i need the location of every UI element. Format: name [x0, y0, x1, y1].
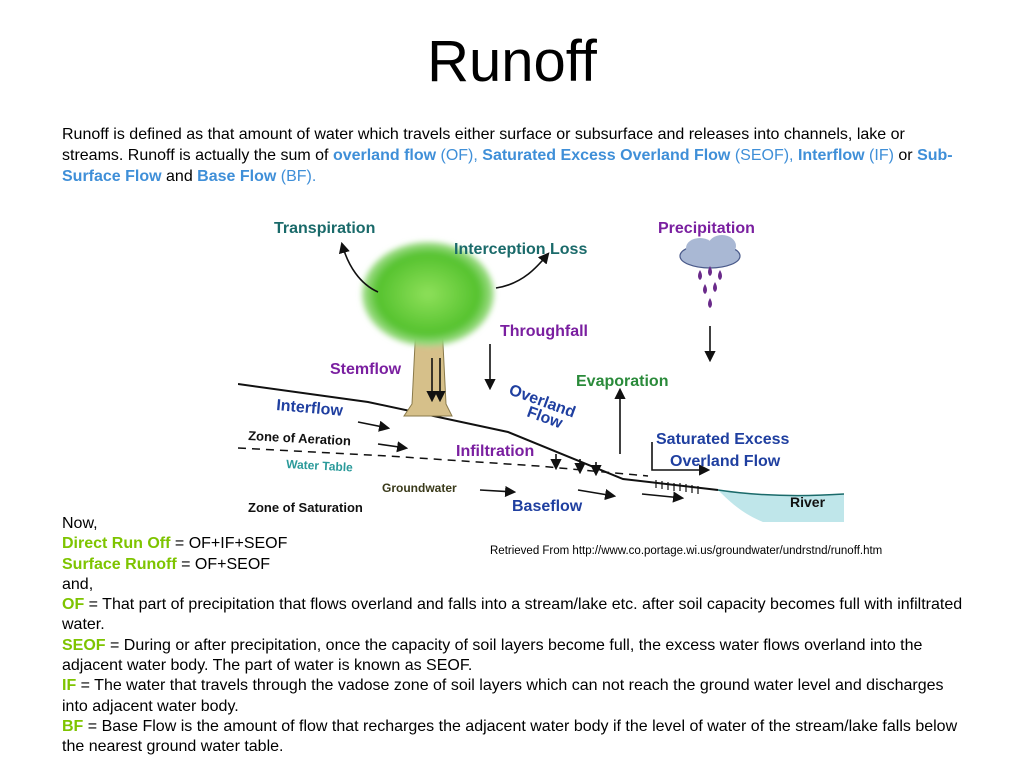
label-water-table: Water Table — [286, 457, 354, 474]
of-text: = That part of precipitation that flows … — [62, 596, 963, 634]
abbr-seof: (SEOF), — [730, 147, 794, 164]
arrow-interflow — [357, 420, 391, 432]
label-interception-loss: Interception Loss — [454, 241, 587, 258]
label-zone-of-saturation: Zone of Saturation — [248, 500, 363, 515]
term-base-flow: Base Flow — [197, 168, 277, 185]
label-infiltration: Infiltration — [456, 443, 534, 460]
seof-label: SEOF — [62, 636, 106, 654]
label-river: River — [790, 494, 826, 510]
term-subsurface-flow: Sub-Surface Flow — [62, 147, 953, 185]
of-definition: OF = That part of precipitation that flo… — [62, 595, 972, 636]
bf-text: = Base Flow is the amount of flow that r… — [62, 717, 958, 756]
and-line: and, — [62, 575, 94, 593]
of-label: OF — [62, 596, 85, 614]
label-stemflow: Stemflow — [330, 361, 402, 378]
runoff-diagram: Transpiration Interception Loss Precipit… — [238, 204, 844, 524]
abbr-bf: (BF). — [276, 168, 317, 185]
label-transpiration: Transpiration — [274, 220, 375, 237]
label-groundwater: Groundwater — [382, 481, 457, 495]
if-text: = The water that travels through the vad… — [62, 677, 944, 715]
arrow-groundwater — [479, 485, 517, 498]
intro-text-1: Runoff is defined as that amount of wate… — [62, 126, 905, 164]
abbr-of: (OF), — [436, 147, 478, 164]
raindrops-icon — [698, 266, 722, 308]
seof-definition: SEOF = During or after precipitation, on… — [62, 636, 972, 677]
cloud-puff — [686, 238, 714, 258]
page-title: Runoff — [427, 29, 597, 94]
arrow-interception — [495, 252, 550, 289]
bf-label: BF — [62, 717, 84, 735]
image-credit: Retrieved From http://www.co.portage.wi.… — [490, 545, 883, 557]
arrow-transpiration — [338, 241, 379, 293]
label-precipitation: Precipitation — [658, 220, 755, 237]
direct-runoff-label: Direct Run Off — [62, 535, 171, 553]
seof-text: = During or after precipitation, once th… — [62, 636, 923, 675]
definitions-block: Now, Direct Run Off = OF+IF+SEOF Surface… — [62, 514, 972, 758]
seof-surface-marks — [655, 480, 699, 494]
intro-text-3: and — [161, 168, 198, 185]
term-interflow: Interflow — [797, 147, 865, 164]
surface-runoff-formula: = OF+SEOF — [176, 555, 271, 573]
intro-paragraph: Runoff is defined as that amount of wate… — [62, 124, 970, 187]
surface-runoff-label: Surface Runoff — [62, 555, 177, 573]
tree-crown — [362, 242, 494, 346]
river-bank — [238, 383, 719, 491]
surface-runoff-line: Surface Runoff = OF+SEOF — [62, 555, 972, 575]
arrow-aeration — [377, 441, 409, 453]
arrow-baseflow-1 — [577, 489, 617, 501]
if-label: IF — [62, 677, 77, 695]
direct-runoff-line: Direct Run Off = OF+IF+SEOF — [62, 534, 972, 554]
arrow-seof — [651, 442, 711, 476]
direct-runoff-formula: = OF+IF+SEOF — [170, 535, 288, 553]
label-baseflow: Baseflow — [512, 498, 583, 515]
term-overland-flow: overland flow — [332, 147, 437, 164]
label-throughfall: Throughfall — [500, 323, 588, 340]
label-zone-of-aeration: Zone of Aeration — [248, 428, 351, 448]
label-evaporation: Evaporation — [576, 373, 668, 390]
river-bank-edge — [717, 489, 844, 497]
if-definition: IF = The water that travels through the … — [62, 676, 972, 717]
label-saturated-excess-1: Saturated Excess — [656, 431, 790, 448]
label-saturated-excess-2: Overland Flow — [670, 453, 781, 470]
abbr-if: (IF) — [864, 147, 894, 164]
bf-definition: BF = Base Flow is the amount of flow tha… — [62, 717, 972, 758]
now-line: Now, — [62, 515, 98, 532]
term-seof: Saturated Excess Overland Flow — [482, 147, 731, 164]
river-water — [718, 490, 844, 522]
intro-text-2: or — [893, 147, 918, 164]
arrow-baseflow-2 — [641, 491, 685, 503]
cloud-puff — [708, 235, 736, 257]
label-interflow: Interflow — [276, 397, 344, 420]
